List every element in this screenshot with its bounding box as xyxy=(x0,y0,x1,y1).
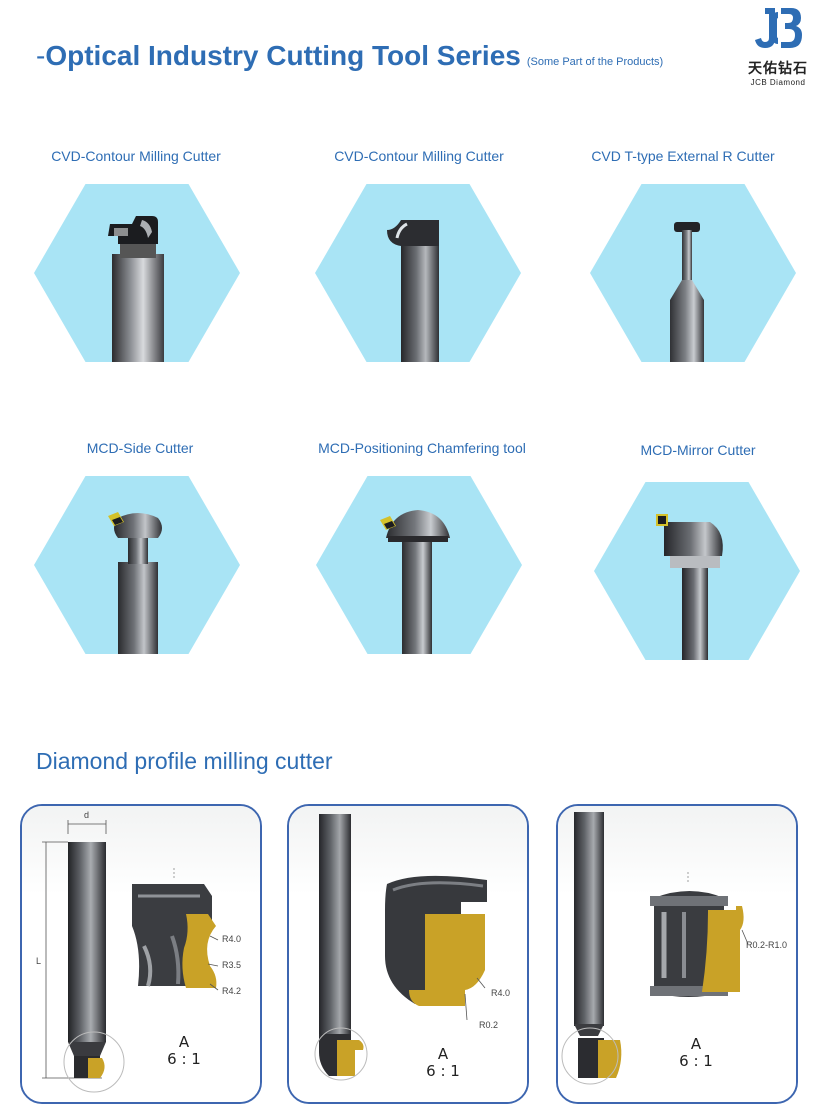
title-note: (Some Part of the Products) xyxy=(526,56,664,68)
profile-drawing-2 xyxy=(314,814,487,1081)
view-scale: 6 : 1 xyxy=(679,1052,713,1070)
view-letter: A xyxy=(437,1045,449,1063)
profile-card: R4.0 R0.2 A 6 : 1 xyxy=(287,804,529,1104)
product-caption: MCD-Side Cutter xyxy=(86,440,194,456)
section-heading: Diamond profile milling cutter xyxy=(36,748,333,774)
product-image xyxy=(594,482,800,660)
view-scale: 6 : 1 xyxy=(167,1050,201,1068)
profile-card: d L R4.0 R3.5 R4.2 A 6 : 1 xyxy=(20,804,262,1104)
product-caption: MCD-Positioning Chamfering tool xyxy=(318,440,526,456)
view-letter: A xyxy=(178,1033,190,1051)
company-logo: 天佑钻石 JCB Diamond xyxy=(733,4,823,96)
logo-chinese-name: 天佑钻石 xyxy=(748,61,808,77)
product-image xyxy=(34,184,240,362)
title-text: Optical Industry Cutting Tool Series xyxy=(45,40,521,71)
profile-drawing-1 xyxy=(42,820,219,1093)
logo-english-name: JCB Diamond xyxy=(750,78,806,87)
product-image xyxy=(34,476,240,654)
product-image xyxy=(316,476,522,654)
contour-milling-cutter-image xyxy=(108,216,164,362)
view-scale: 6 : 1 xyxy=(426,1062,460,1080)
title-dash: - xyxy=(36,40,46,71)
jcb-monogram-icon xyxy=(755,8,802,48)
profile-card: R0.2-R1.0 A 6 : 1 xyxy=(556,804,798,1104)
view-label: A 6 : 1 xyxy=(413,1046,473,1080)
contour-milling-cutter-image xyxy=(387,220,439,362)
radius-label: R4.0 xyxy=(222,934,242,944)
product-caption: MCD-Mirror Cutter xyxy=(640,442,756,458)
radius-label: R3.5 xyxy=(222,960,242,970)
radius-label: R4.2 xyxy=(222,986,242,996)
dimension-d-label: d xyxy=(84,810,90,820)
view-label: A 6 : 1 xyxy=(666,1036,726,1070)
view-label: A 6 : 1 xyxy=(154,1034,214,1068)
page-title: -Optical Industry Cutting Tool Series (So… xyxy=(36,40,663,72)
radius-label: R4.0 xyxy=(491,988,511,998)
product-image xyxy=(590,184,796,362)
t-type-external-r-cutter-image xyxy=(670,222,704,362)
side-cutter-image xyxy=(108,512,162,654)
product-image xyxy=(315,184,521,362)
product-caption: CVD-Contour Milling Cutter xyxy=(51,148,221,164)
product-caption: CVD T-type External R Cutter xyxy=(591,148,775,164)
product-caption: CVD-Contour Milling Cutter xyxy=(334,148,504,164)
view-letter: A xyxy=(690,1035,702,1053)
mirror-cutter-image xyxy=(656,514,723,660)
radius-label: R0.2-R1.0 xyxy=(746,940,788,950)
profile-drawing-3 xyxy=(561,812,749,1085)
positioning-chamfering-tool-image xyxy=(380,510,450,654)
radius-label: R0.2 xyxy=(479,1020,499,1030)
dimension-l-label: L xyxy=(36,956,42,966)
